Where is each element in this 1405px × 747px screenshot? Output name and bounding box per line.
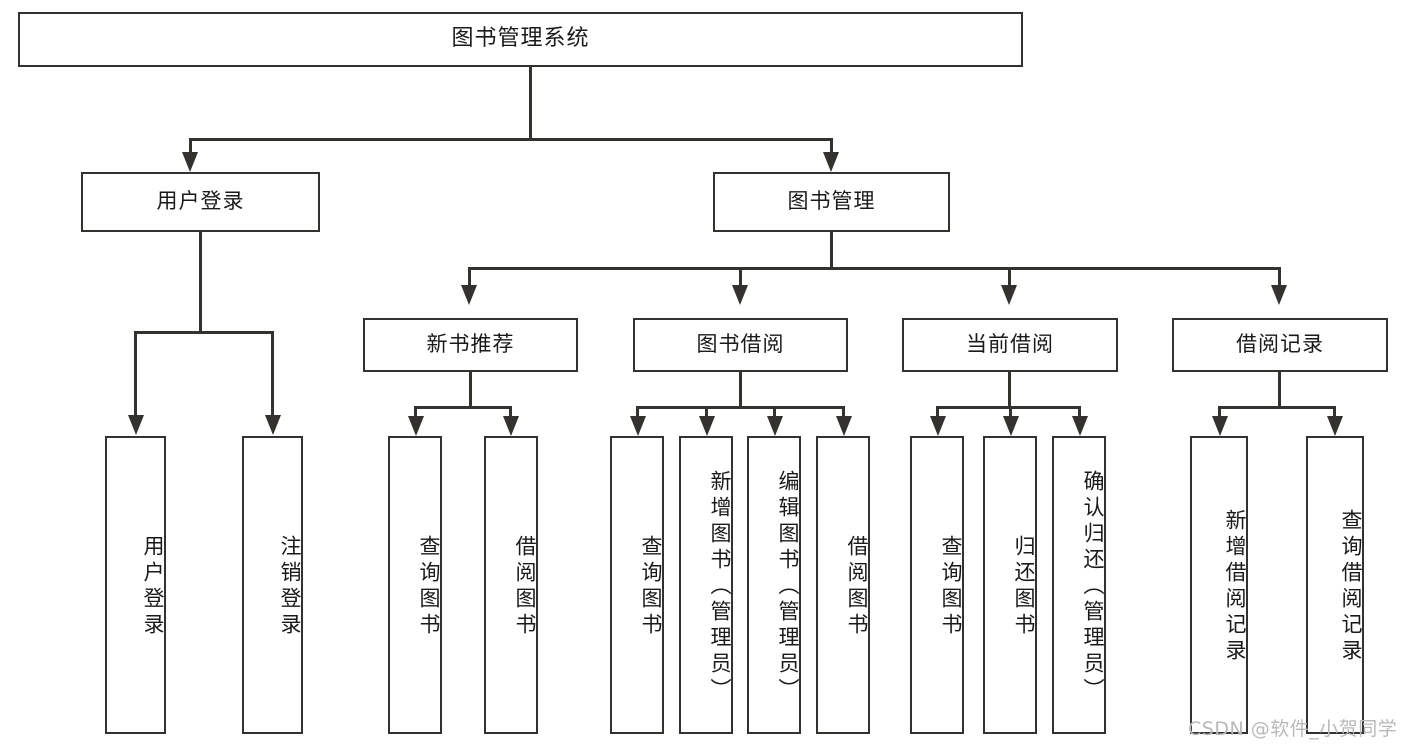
node-new-book-recommend[interactable]: 新书推荐	[363, 318, 578, 372]
arrow-nbr-to-leaf2	[503, 416, 519, 436]
node-leaf-borrow-book-2-label: 借阅图书	[845, 535, 869, 639]
arrow-bm-to-new-book	[461, 285, 477, 305]
node-leaf-add-book[interactable]: 新增图书（管理员）	[679, 436, 733, 734]
node-leaf-confirm-return-label: 确认归还（管理员）	[1081, 470, 1105, 704]
arrow-bb-to-leaf3	[767, 416, 783, 436]
edge-cb-to-leaf2	[1009, 406, 1012, 420]
edge-bb-to-leaf3	[773, 406, 776, 420]
arrow-cb-to-leaf1	[930, 416, 946, 436]
edge-user-login-stem	[199, 232, 202, 333]
watermark-text: CSDN @软件_小贺同学	[1188, 718, 1398, 740]
edge-cb-bar	[936, 406, 1080, 409]
node-leaf-query-book-2-label: 查询图书	[639, 535, 663, 639]
edge-nbr-stem	[469, 372, 472, 408]
edge-book-manage-stem	[830, 232, 833, 269]
node-book-borrow[interactable]: 图书借阅	[633, 318, 848, 372]
node-leaf-user-login[interactable]: 用户登录	[105, 436, 166, 734]
node-root-system[interactable]: 图书管理系统	[18, 12, 1023, 67]
edge-nbr-to-leaf1	[414, 406, 417, 420]
edge-bb-to-leaf4	[842, 406, 845, 420]
edge-br-to-leaf2	[1333, 406, 1336, 420]
arrow-bm-to-borrow-record	[1271, 285, 1287, 305]
node-book-borrow-label: 图书借阅	[696, 332, 785, 357]
node-leaf-borrow-book-1[interactable]: 借阅图书	[484, 436, 538, 734]
arrow-bb-to-leaf4	[836, 416, 852, 436]
edge-bb-stem	[739, 372, 742, 408]
edge-nbr-bar	[414, 406, 512, 409]
edge-root-to-book-manage	[830, 138, 833, 156]
node-leaf-query-book-2[interactable]: 查询图书	[610, 436, 664, 734]
edge-root-stem	[529, 67, 532, 140]
node-leaf-user-login-label: 用户登录	[141, 535, 165, 639]
node-book-manage[interactable]: 图书管理	[713, 172, 950, 232]
edge-bb-to-leaf1	[636, 406, 639, 420]
node-leaf-borrow-book-2[interactable]: 借阅图书	[816, 436, 870, 734]
arrow-cb-to-leaf2	[1003, 416, 1019, 436]
node-leaf-logout-label: 注销登录	[278, 535, 302, 639]
node-leaf-query-book-3[interactable]: 查询图书	[910, 436, 964, 734]
edge-cb-to-leaf3	[1078, 406, 1081, 420]
node-leaf-query-book-1-label: 查询图书	[417, 535, 441, 639]
node-leaf-query-book-1[interactable]: 查询图书	[388, 436, 442, 734]
edge-root-to-user-login	[189, 138, 192, 156]
arrow-br-to-leaf2	[1327, 416, 1343, 436]
arrow-bm-to-book-borrow	[732, 285, 748, 305]
node-book-manage-label: 图书管理	[787, 189, 876, 214]
node-user-login[interactable]: 用户登录	[81, 172, 320, 232]
edge-br-stem	[1278, 372, 1281, 408]
arrow-root-to-user-login	[182, 152, 198, 172]
node-leaf-query-record[interactable]: 查询借阅记录	[1306, 436, 1364, 734]
node-leaf-query-record-label: 查询借阅记录	[1339, 509, 1363, 665]
edge-user-login-bar	[134, 331, 272, 334]
node-leaf-edit-book-label: 编辑图书（管理员）	[776, 470, 800, 704]
node-root-label: 图书管理系统	[451, 26, 590, 52]
node-leaf-logout[interactable]: 注销登录	[242, 436, 303, 734]
edge-cb-stem	[1008, 372, 1011, 408]
node-leaf-borrow-book-1-label: 借阅图书	[513, 535, 537, 639]
node-borrow-record[interactable]: 借阅记录	[1172, 318, 1388, 372]
node-current-borrow[interactable]: 当前借阅	[902, 318, 1118, 372]
node-current-borrow-label: 当前借阅	[966, 332, 1054, 357]
arrow-bb-to-leaf2	[699, 416, 715, 436]
edge-bb-bar	[636, 406, 844, 409]
node-leaf-edit-book[interactable]: 编辑图书（管理员）	[747, 436, 801, 734]
node-leaf-query-book-3-label: 查询图书	[939, 535, 963, 639]
arrow-nbr-to-leaf1	[408, 416, 424, 436]
arrow-bb-to-leaf1	[630, 416, 646, 436]
edge-bb-to-leaf2	[705, 406, 708, 420]
arrow-bm-to-current-borrow	[1001, 285, 1017, 305]
edge-root-bar	[189, 138, 833, 141]
node-leaf-confirm-return[interactable]: 确认归还（管理员）	[1052, 436, 1106, 734]
node-leaf-return-book[interactable]: 归还图书	[983, 436, 1037, 734]
edge-nbr-to-leaf2	[509, 406, 512, 420]
edge-bm-to-current-borrow	[1008, 267, 1011, 289]
arrow-root-to-book-manage	[823, 152, 839, 172]
edge-br-bar	[1218, 406, 1336, 409]
node-borrow-record-label: 借阅记录	[1236, 332, 1324, 357]
edge-bm-to-book-borrow	[739, 267, 742, 289]
edge-bm-to-borrow-record	[1278, 267, 1281, 289]
arrow-cb-to-leaf3	[1072, 416, 1088, 436]
node-leaf-return-book-label: 归还图书	[1012, 535, 1036, 639]
edge-user-login-to-leaf1	[134, 331, 137, 419]
arrow-user-login-to-leaf1	[128, 415, 144, 435]
node-user-login-label: 用户登录	[156, 189, 245, 214]
edge-book-manage-bar	[468, 267, 1281, 270]
edge-br-to-leaf1	[1218, 406, 1221, 420]
arrow-user-login-to-leaf2	[265, 415, 281, 435]
node-leaf-add-record[interactable]: 新增借阅记录	[1190, 436, 1248, 734]
node-leaf-add-record-label: 新增借阅记录	[1223, 509, 1247, 665]
node-new-book-recommend-label: 新书推荐	[426, 332, 515, 357]
edge-cb-to-leaf1	[936, 406, 939, 420]
edge-user-login-to-leaf2	[271, 331, 274, 419]
edge-bm-to-new-book	[468, 267, 471, 289]
arrow-br-to-leaf1	[1212, 416, 1228, 436]
node-leaf-add-book-label: 新增图书（管理员）	[708, 470, 732, 704]
